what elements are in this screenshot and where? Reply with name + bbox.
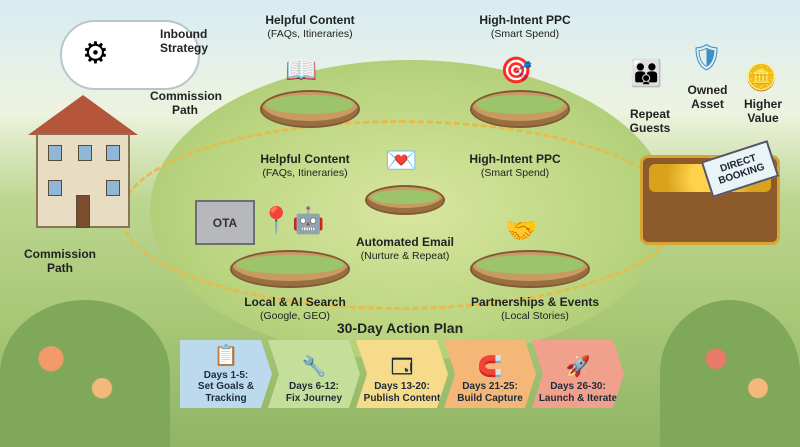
node-automated-email: Automated Email(Nurture & Repeat) [355,235,454,262]
thought-cloud: ⚙ [60,20,200,90]
coins-icon: 🪙 [745,62,778,92]
platform-partnerships [470,250,590,288]
node-local-ai-search: Local & AI Search(Google, GEO) [244,295,346,322]
magnet-email-icon: 🧲 [477,356,503,378]
gear-brain-icon: ⚙ [82,37,109,70]
node-partnerships-events: Partnerships & Events(Local Stories) [470,295,600,322]
higher-value-label: Higher Value [743,97,782,125]
plan-step-3: 🗔Days 13-20:Publish Content [356,340,448,408]
plan-step-2: 🔧Days 6-12:Fix Journey [268,340,360,408]
commission-path-top-label: Commission Path [150,89,223,117]
web-page-icon: 🗔 [391,356,413,378]
family-icon: 👪 [630,58,663,88]
envelope-heart-icon: 💌 [385,145,418,175]
map-pin-robot-icon: 📍🤖 [260,205,325,235]
flowers-right [660,300,800,447]
ota-building: OTA [195,200,255,245]
shield-icon: 🛡 [690,42,724,72]
commission-path-bottom-label: Commission Path [23,247,96,275]
wrenches-icon: 🔧 [301,356,327,378]
clipboard-checklist-icon: 📋 [213,344,239,367]
platform-helpful-content [260,90,360,128]
handshake-icon: 🤝 [505,215,538,245]
repeat-guests-label: Repeat Guests [629,107,671,135]
inbound-strategy-label: Inbound Strategy [160,27,209,55]
node-ppc-mid: High-Intent PPC(Smart Spend) [469,152,561,179]
plan-title: 30-Day Action Plan [336,320,464,336]
action-plan: 📋Days 1-5:Set Goals & Tracking 🔧Days 6-1… [180,340,624,408]
hotel-house [28,95,138,230]
plan-step-5: 🚀Days 26-30:Launch & Iterate [532,340,624,408]
node-helpful-content-top: Helpful Content(FAQs, Itineraries) [265,13,355,40]
target-arrow-icon: 🎯 [500,55,533,85]
node-ppc-top: High-Intent PPC(Smart Spend) [479,13,571,40]
plan-step-1: 📋Days 1-5:Set Goals & Tracking [180,340,272,408]
node-helpful-content-mid: Helpful Content(FAQs, Itineraries) [260,152,350,179]
platform-email [365,185,445,215]
owned-asset-label: Owned Asset [687,83,728,111]
rocket-refresh-icon: 🚀 [565,356,591,378]
open-book-magnifier-icon: 📖 [285,55,318,85]
flowers-left [0,300,170,447]
plan-step-4: 🧲Days 21-25:Build Capture [444,340,536,408]
platform-ppc [470,90,570,128]
platform-local-search [230,250,350,288]
